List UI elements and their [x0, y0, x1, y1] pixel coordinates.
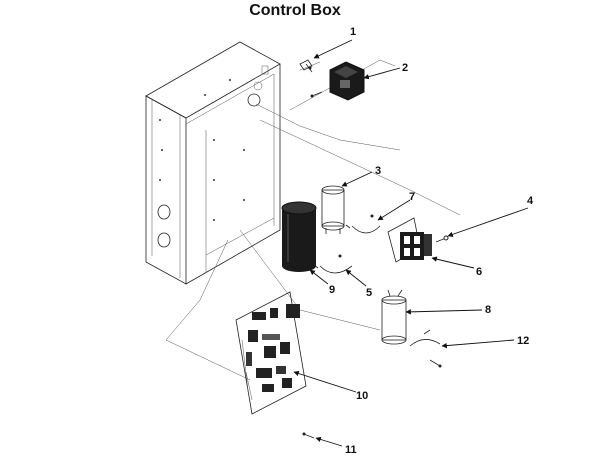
- part-8-start-capacitor: [381, 289, 407, 345]
- callout-4: 4: [527, 195, 534, 207]
- callout-12: 12: [517, 335, 529, 347]
- part-4-screw: [435, 235, 449, 243]
- part-10-control-board: [235, 291, 307, 415]
- part-3-run-capacitor: [321, 185, 345, 234]
- callout-10: 10: [356, 390, 368, 402]
- part-11-screw: [302, 432, 315, 439]
- callout-2: 2: [402, 62, 408, 74]
- part-6-contactor: [387, 217, 432, 263]
- callout-7: 7: [409, 191, 415, 203]
- callout-5: 5: [366, 287, 372, 299]
- callout-3: 3: [375, 165, 381, 177]
- part-2-transformer: [310, 61, 365, 101]
- callout-11: 11: [345, 444, 357, 456]
- callout-6: 6: [476, 266, 482, 278]
- part-9-capacitor: [281, 201, 317, 272]
- diagram-title: Control Box: [249, 2, 341, 19]
- control-box-enclosure: [145, 41, 281, 285]
- callouts: 1 2 3 4 5 6 7 8 9 10 11 12: [293, 26, 534, 456]
- part-12-strap: [409, 329, 442, 368]
- callout-9: 9: [329, 284, 335, 296]
- part-7-strap: [345, 214, 381, 234]
- callout-8: 8: [485, 304, 491, 316]
- part-1-clip: [299, 59, 313, 73]
- part-5-strap: [313, 254, 353, 274]
- callout-1: 1: [350, 26, 356, 38]
